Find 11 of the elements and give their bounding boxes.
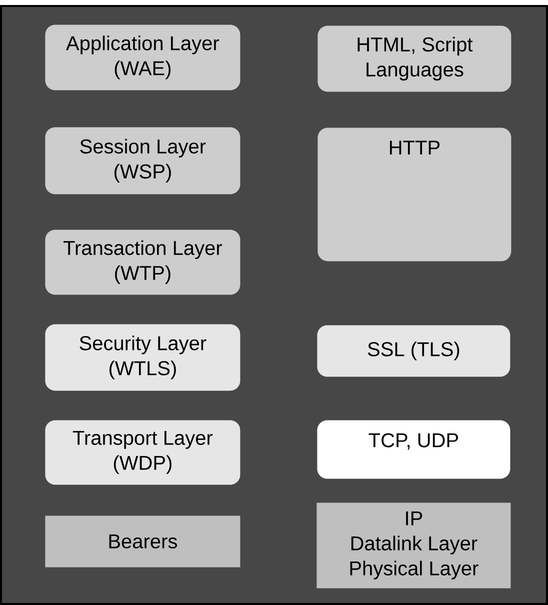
layer-box: Transport Layer (WDP) [45, 420, 240, 485]
layer-box: HTML, Script Languages [318, 26, 512, 92]
layer-box: SSL (TLS) [317, 325, 510, 377]
layer-box: Session Layer (WSP) [45, 127, 240, 194]
layer-box: TCP, UDP [317, 420, 510, 479]
layer-box: HTTP [318, 128, 512, 262]
layer-box: Application Layer (WAE) [45, 24, 240, 90]
layer-box: Bearers [45, 516, 240, 568]
layer-box: IP Datalink Layer Physical Layer [316, 502, 511, 588]
layer-box: Transaction Layer (WTP) [45, 230, 240, 295]
layer-box: Security Layer (WTLS) [45, 324, 240, 391]
